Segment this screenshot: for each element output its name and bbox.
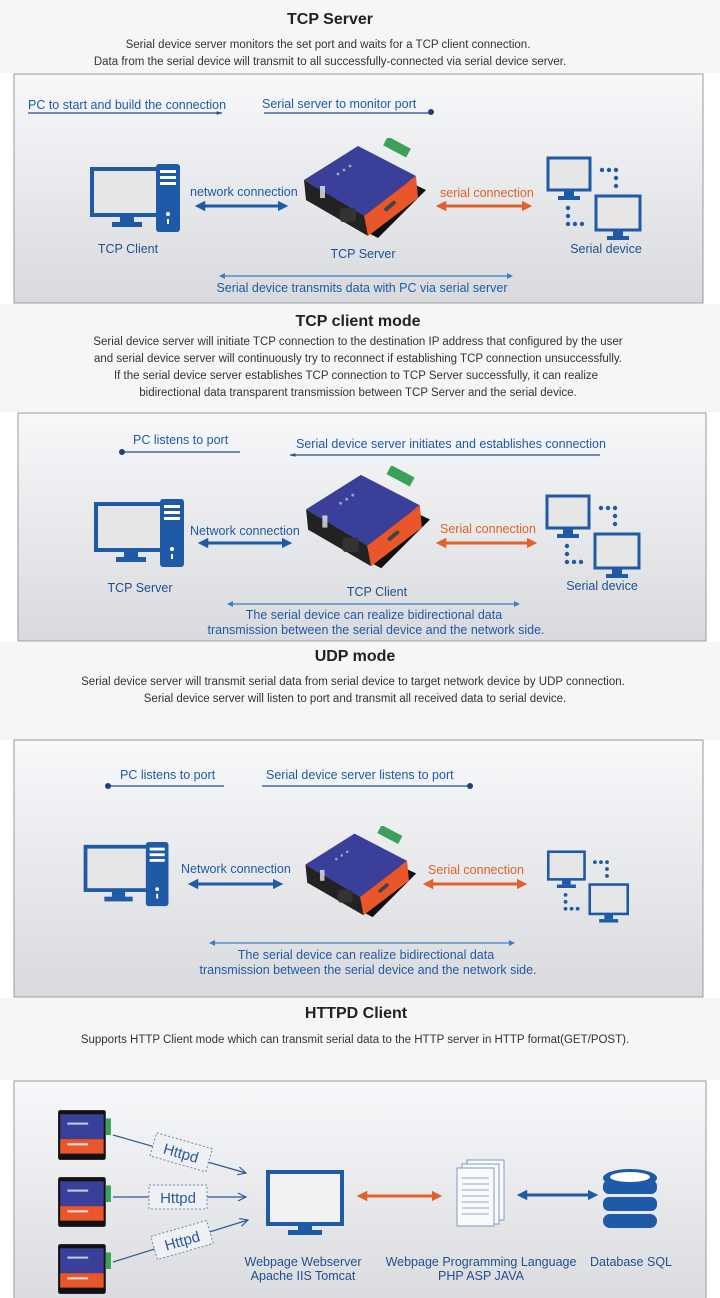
svg-text:Httpd: Httpd <box>160 1190 196 1207</box>
label-monitor-port: Serial server to monitor port <box>262 97 417 111</box>
device-icon <box>58 1177 111 1227</box>
bottom-caption: transmission between the serial device a… <box>208 623 545 637</box>
device-caption: TCP Client <box>347 585 408 599</box>
section-title: TCP Server <box>287 11 373 28</box>
section-tcp-server: TCP Server Serial device server monitors… <box>0 0 720 304</box>
section-udp-mode: UDP mode Serial device server will trans… <box>0 642 720 998</box>
device-icon <box>58 1110 111 1160</box>
bottom-caption: The serial device can realize bidirectio… <box>246 608 502 622</box>
httpd-tag: Httpd <box>148 1184 208 1210</box>
bottom-caption: transmission between the serial device a… <box>200 963 537 977</box>
endpoint-dot <box>428 109 434 115</box>
device-icon <box>58 1244 111 1294</box>
section-desc-line: Serial device server will transmit seria… <box>81 676 625 688</box>
webserver-monitor-icon <box>266 1170 344 1235</box>
section-title: UDP mode <box>315 648 396 665</box>
serial-device-caption: Serial device <box>570 242 642 256</box>
label-pc-listens: PC listens to port <box>120 768 216 782</box>
section-title: HTTPD Client <box>305 1005 408 1022</box>
label-server-listens: Serial device server listens to port <box>266 768 454 782</box>
section-title: TCP client mode <box>295 313 420 330</box>
network-connection-label: Network connection <box>181 862 291 876</box>
label-pc-listens: PC listens to port <box>133 433 229 447</box>
serial-connection-label: Serial connection <box>440 522 536 536</box>
documents-icon <box>456 1159 505 1227</box>
serial-device-caption: Serial device <box>566 579 638 593</box>
section-tcp-client: TCP client mode Serial device server wil… <box>0 304 720 642</box>
pc-caption: TCP Client <box>98 242 159 256</box>
language-caption: Webpage Programming Language <box>386 1255 577 1269</box>
section-desc-line: Serial device server monitors the set po… <box>126 39 531 51</box>
network-connection-label: network connection <box>190 185 298 199</box>
section-desc-line: Serial device server will listen to port… <box>144 693 567 705</box>
label-pc-start: PC to start and build the connection <box>28 98 226 112</box>
section-desc-line: If the serial device server establishes … <box>114 370 598 382</box>
endpoint-dot <box>467 783 473 789</box>
language-caption: PHP ASP JAVA <box>438 1269 525 1283</box>
database-icon <box>603 1169 657 1228</box>
section-desc-line: Supports HTTP Client mode which can tran… <box>81 1034 629 1046</box>
endpoint-dot <box>105 783 111 789</box>
section-desc-line: and serial device server will continuous… <box>94 353 622 365</box>
section-httpd-client: HTTPD Client Supports HTTP Client mode w… <box>0 998 720 1298</box>
bottom-caption: Serial device transmits data with PC via… <box>216 281 507 295</box>
endpoint-dot <box>119 449 125 455</box>
pc-caption: TCP Server <box>107 581 172 595</box>
diagram-panel <box>13 1080 707 1298</box>
serial-connection-label: Serial connection <box>428 863 524 877</box>
httpd-tag: Httpd <box>149 1132 214 1173</box>
section-desc-line: Serial device server will initiate TCP c… <box>93 336 622 348</box>
label-server-initiates: Serial device server initiates and estab… <box>296 437 606 451</box>
network-connection-label: Network connection <box>190 524 300 538</box>
serial-connection-label: serial connection <box>440 186 534 200</box>
webserver-caption: Webpage Webserver <box>245 1255 362 1269</box>
section-desc-line: Data from the serial device will transmi… <box>94 56 566 68</box>
webserver-caption: Apache IIS Tomcat <box>251 1269 356 1283</box>
device-caption: TCP Server <box>330 247 395 261</box>
bottom-caption: The serial device can realize bidirectio… <box>238 948 494 962</box>
database-caption: Database SQL <box>590 1255 672 1269</box>
httpd-tag: Httpd <box>150 1219 214 1261</box>
section-desc-line: bidirectional data transparent transmiss… <box>139 387 576 399</box>
